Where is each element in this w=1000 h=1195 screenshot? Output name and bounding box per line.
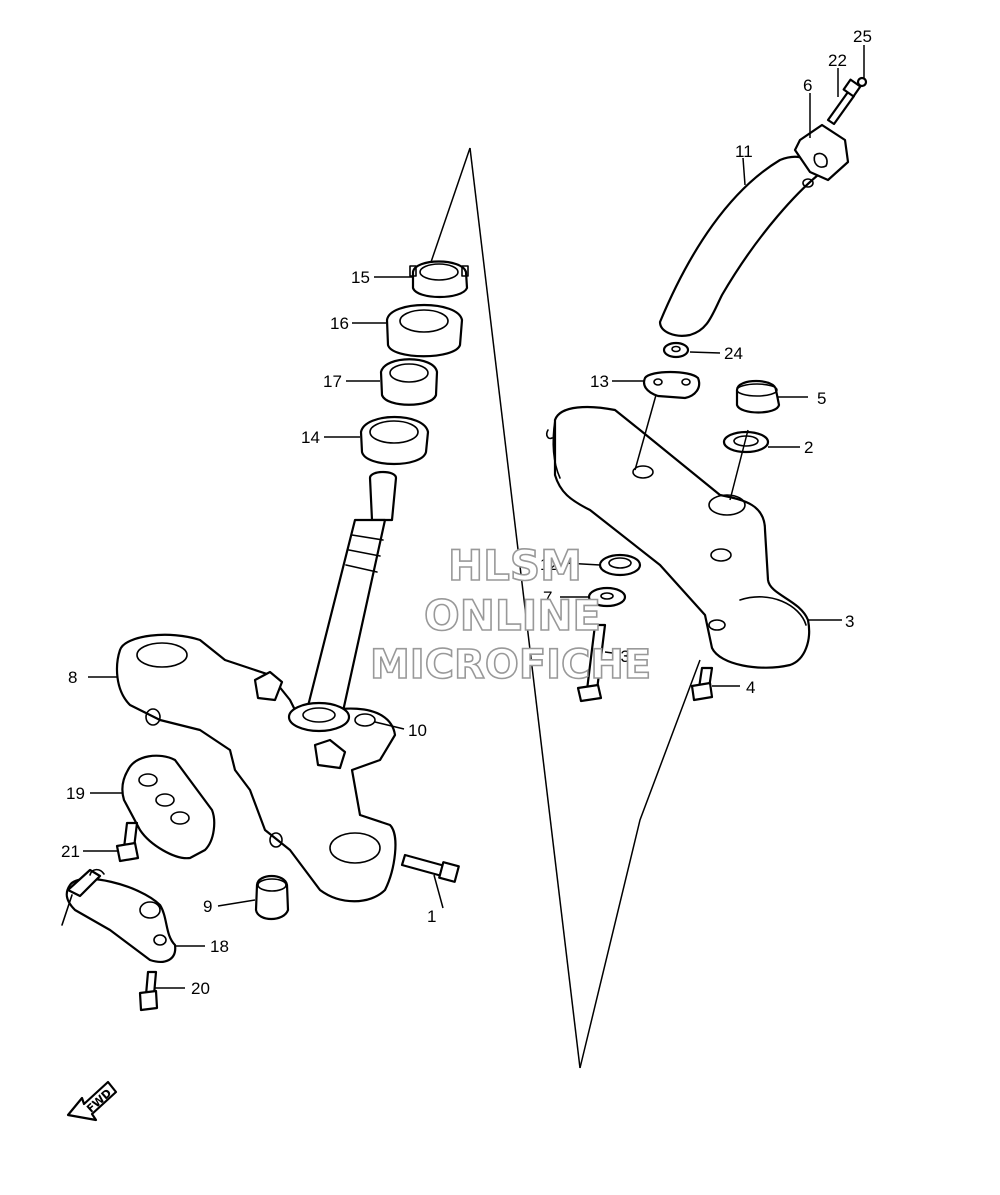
washer-part-7[interactable] xyxy=(587,586,627,608)
callout-2: 2 xyxy=(804,438,813,457)
seal-part-10[interactable] xyxy=(287,701,351,733)
bolt-part-1[interactable] xyxy=(400,853,460,883)
watermark-line-1: HLSM xyxy=(448,541,582,590)
callout-6: 6 xyxy=(803,76,812,95)
seal-part-16[interactable] xyxy=(385,304,464,358)
leader-lines xyxy=(83,45,865,989)
assembly-leader-right xyxy=(579,659,701,1069)
watermark-line-3: MICROFICHE xyxy=(370,642,651,688)
bolt-part-4[interactable] xyxy=(690,666,714,702)
nut-part-15[interactable] xyxy=(409,260,469,298)
callout-25: 25 xyxy=(853,27,872,46)
clamp-part-19[interactable] xyxy=(121,754,216,860)
callout-4: 4 xyxy=(746,678,755,697)
callout-23: 23 xyxy=(611,647,630,666)
assembly-leader-left xyxy=(429,147,471,266)
callout-15: 15 xyxy=(351,268,370,287)
callout-9: 9 xyxy=(203,897,212,916)
assembly-leader-triangle xyxy=(469,147,581,1069)
cap-part-5[interactable] xyxy=(735,379,781,414)
callout-3: 3 xyxy=(845,612,854,631)
callout-19: 19 xyxy=(66,784,85,803)
bar-end-cap-part-6[interactable] xyxy=(793,123,850,188)
clamp-part-18[interactable] xyxy=(61,868,177,963)
callout-17: 17 xyxy=(323,372,342,391)
bearing-part-17[interactable] xyxy=(379,358,439,406)
callout-13: 13 xyxy=(590,372,609,391)
callout-14: 14 xyxy=(301,428,320,447)
callout-10: 10 xyxy=(408,721,427,740)
callout-20: 20 xyxy=(191,979,210,998)
callout-7: 7 xyxy=(543,588,552,607)
callout-21: 21 xyxy=(61,842,80,861)
callout-labels: 1 2 3 4 5 6 7 8 9 10 11 12 13 14 15 16 1… xyxy=(61,27,872,998)
bolt-part-23[interactable] xyxy=(576,623,607,703)
callout-1: 1 xyxy=(427,907,436,926)
forward-arrow-icon: FWD xyxy=(66,1080,118,1122)
seal-part-12[interactable] xyxy=(598,553,642,577)
bolt-part-22[interactable] xyxy=(826,78,862,126)
ring-part-2[interactable] xyxy=(722,430,770,454)
callout-12: 12 xyxy=(540,555,559,574)
callout-24: 24 xyxy=(724,344,743,363)
lower-bracket-part-8[interactable] xyxy=(115,633,397,903)
plate-part-13[interactable] xyxy=(642,370,701,400)
handlebar-part-11[interactable] xyxy=(658,155,820,337)
bolt-part-21[interactable] xyxy=(115,821,140,863)
callout-16: 16 xyxy=(330,314,349,333)
callout-8: 8 xyxy=(68,668,77,687)
washer-part-25[interactable] xyxy=(856,76,868,88)
callout-22: 22 xyxy=(828,51,847,70)
watermark: HLSM ONLINE MICROFICHE xyxy=(369,540,652,689)
callout-18: 18 xyxy=(210,937,229,956)
bolt-part-20[interactable] xyxy=(138,970,159,1012)
bushing-part-9[interactable] xyxy=(254,874,290,921)
bearing-part-14[interactable] xyxy=(359,415,430,466)
washer-part-24[interactable] xyxy=(662,341,690,359)
callout-11: 11 xyxy=(735,142,753,161)
watermark-line-2: ONLINE xyxy=(424,591,601,640)
callout-5: 5 xyxy=(817,389,826,408)
